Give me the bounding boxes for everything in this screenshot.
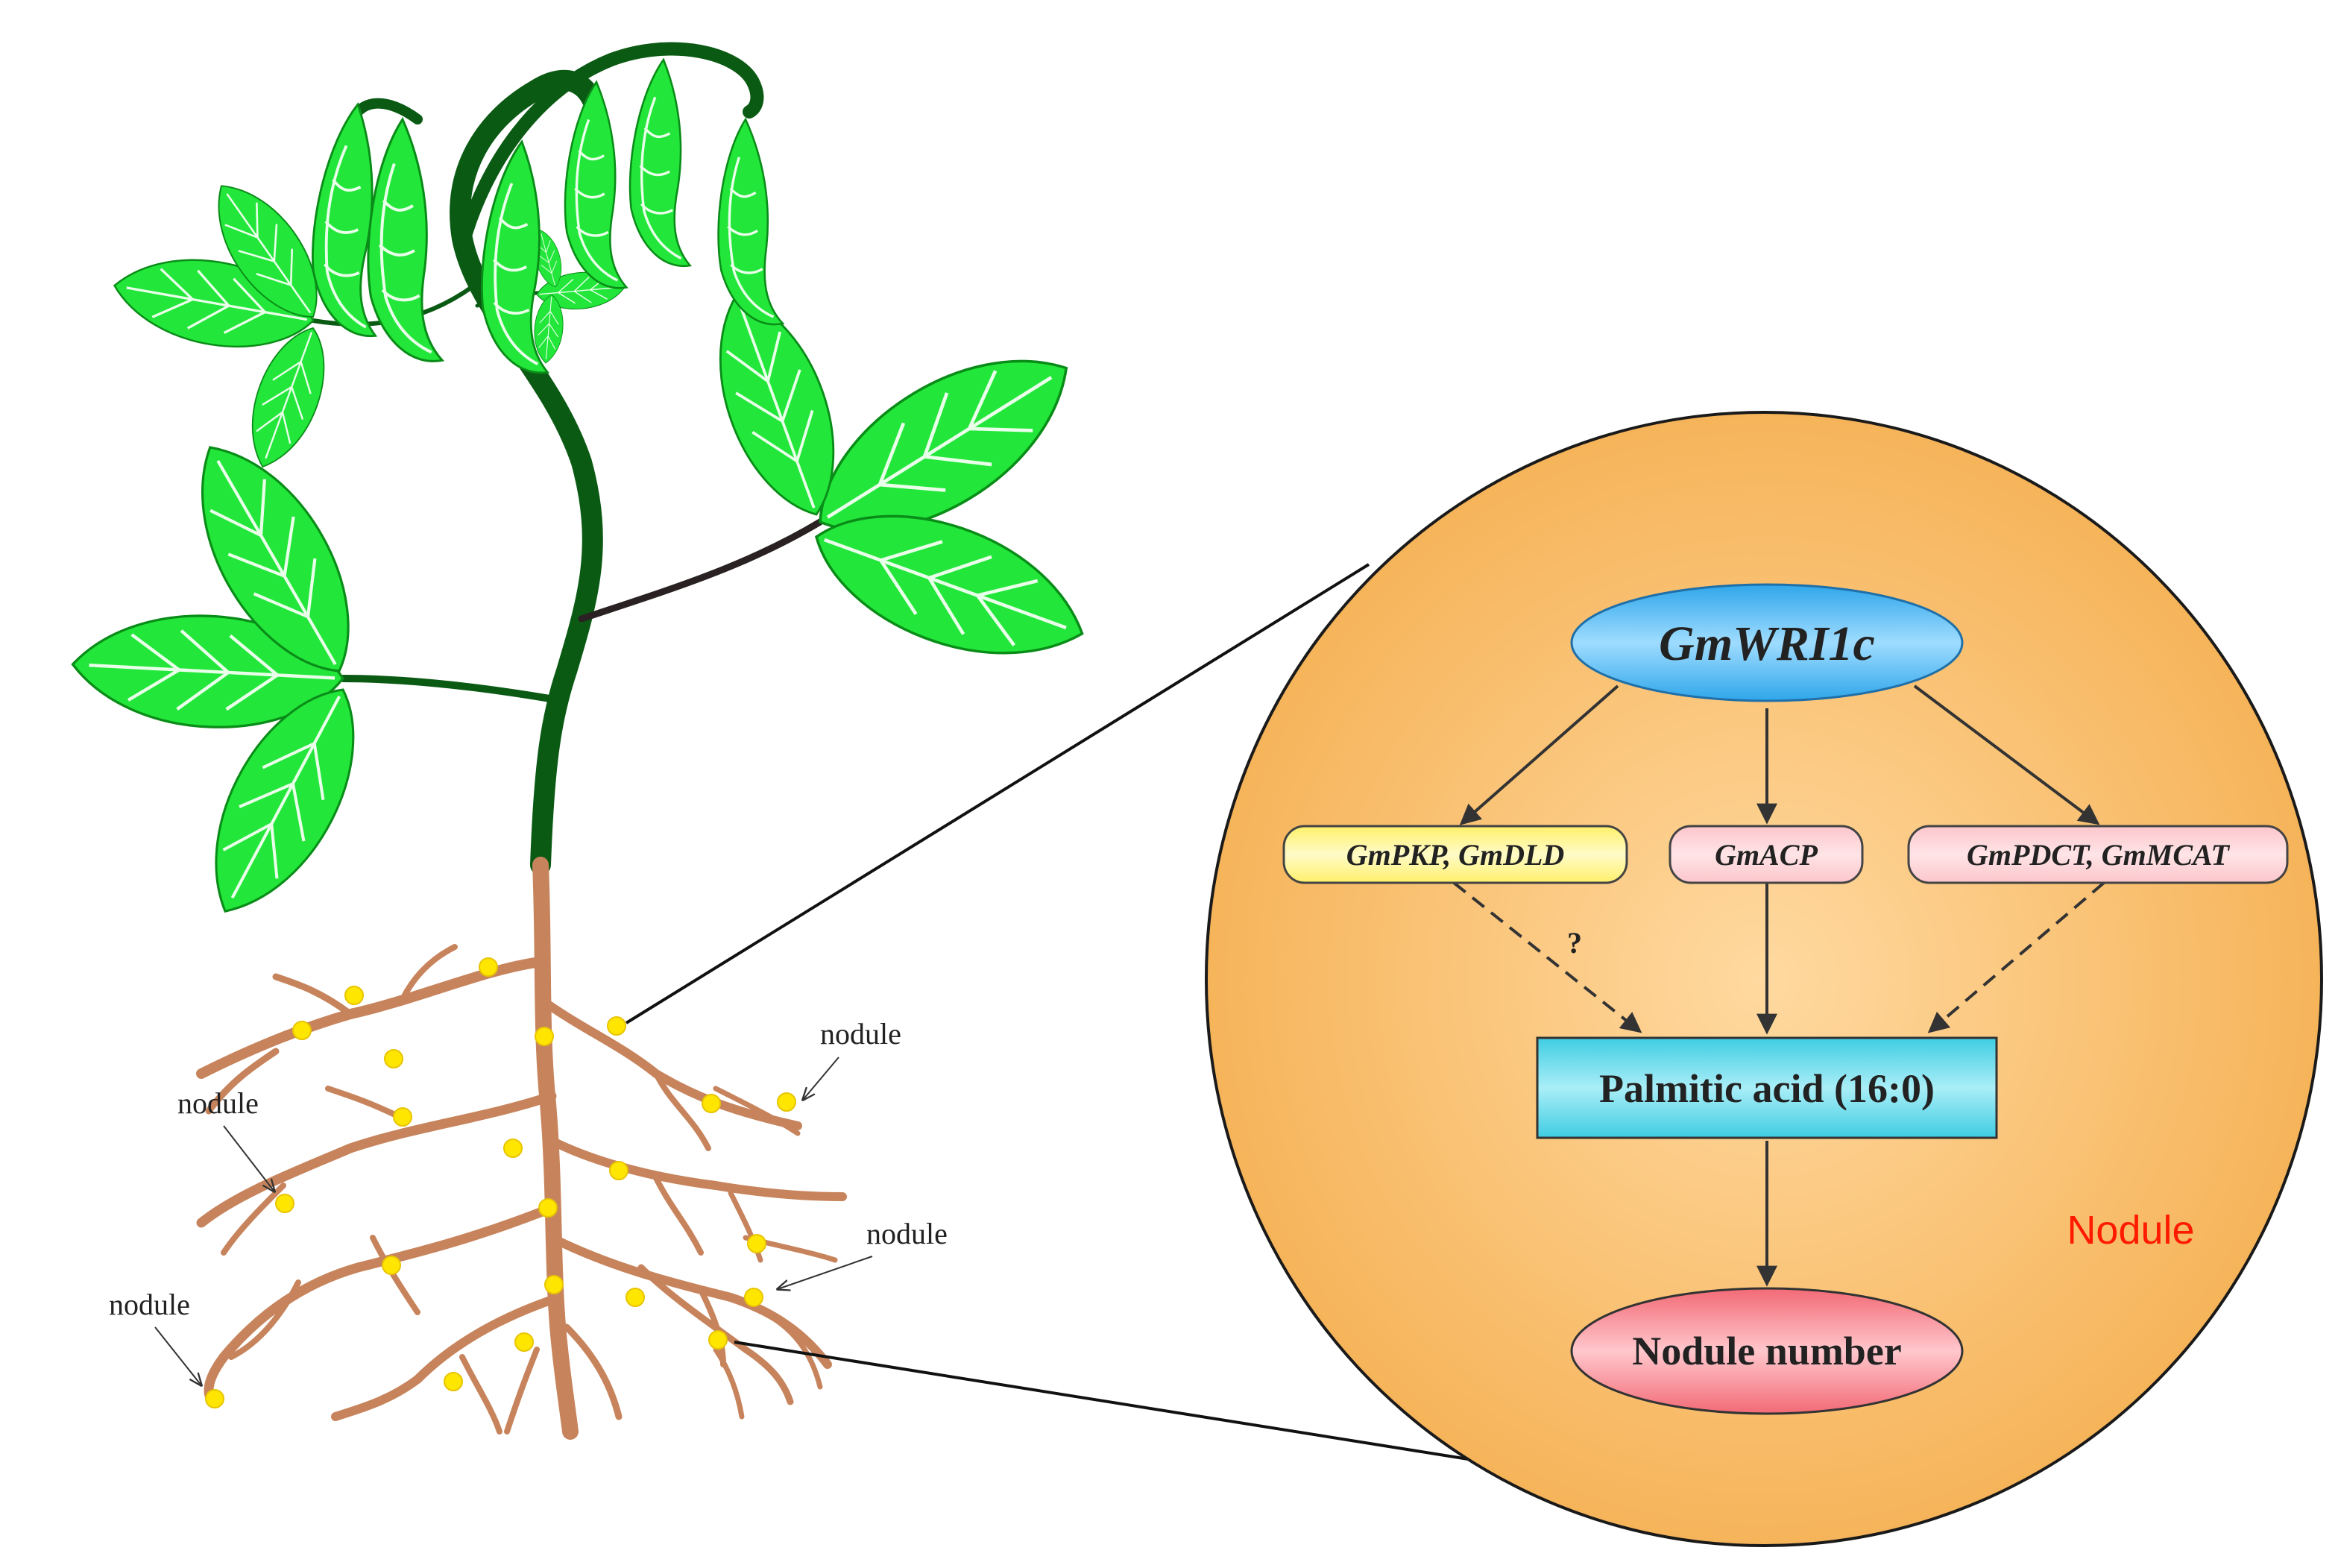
- nodule-label-3: nodule: [866, 1217, 948, 1250]
- question-mark: ?: [1567, 926, 1582, 960]
- nodule-number-node: Nodule number: [1570, 1287, 1964, 1415]
- nodule-circle: [1205, 411, 2323, 1547]
- gmpkp-gmdld-label: GmPKP, GmDLD: [1346, 838, 1565, 872]
- gmpdct-gmmcat-box: GmPDCT, GmMCAT: [1907, 825, 2289, 884]
- nodule-number-label: Nodule number: [1632, 1329, 1902, 1373]
- palmitic-acid-box: Palmitic acid (16:0): [1536, 1036, 1998, 1139]
- nodule-callouts: nodule nodule nodule nodule: [109, 1017, 948, 1385]
- gmacp-label: GmACP: [1715, 838, 1818, 872]
- nodule-label-4: nodule: [109, 1288, 190, 1321]
- gmwri1c-label: GmWRI1c: [1659, 617, 1875, 671]
- zoom-connector-lines: [625, 563, 1483, 1463]
- palmitic-acid-label: Palmitic acid (16:0): [1599, 1066, 1935, 1111]
- roots: [196, 857, 847, 1440]
- gmpkp-gmdld-box: GmPKP, GmDLD: [1282, 825, 1628, 884]
- root-nodules: [205, 957, 796, 1408]
- gmacp-box: GmACP: [1669, 825, 1864, 884]
- gmwri1c-node: GmWRI1c: [1570, 583, 1964, 702]
- pathway-arrows: [1452, 684, 2105, 1287]
- soybean-plant-illustration: nodule nodule nodule nodule: [70, 42, 1103, 1440]
- nodule-pathway-diagram: GmWRI1c GmPKP, GmDLD GmACP GmPDCT, GmMCA…: [1205, 411, 2323, 1547]
- nodule-label-2: nodule: [177, 1086, 259, 1120]
- nodule-label-1: nodule: [820, 1017, 901, 1051]
- nodule-region-label: Nodule: [2067, 1208, 2194, 1253]
- gmpdct-gmmcat-label: GmPDCT, GmMCAT: [1967, 838, 2230, 872]
